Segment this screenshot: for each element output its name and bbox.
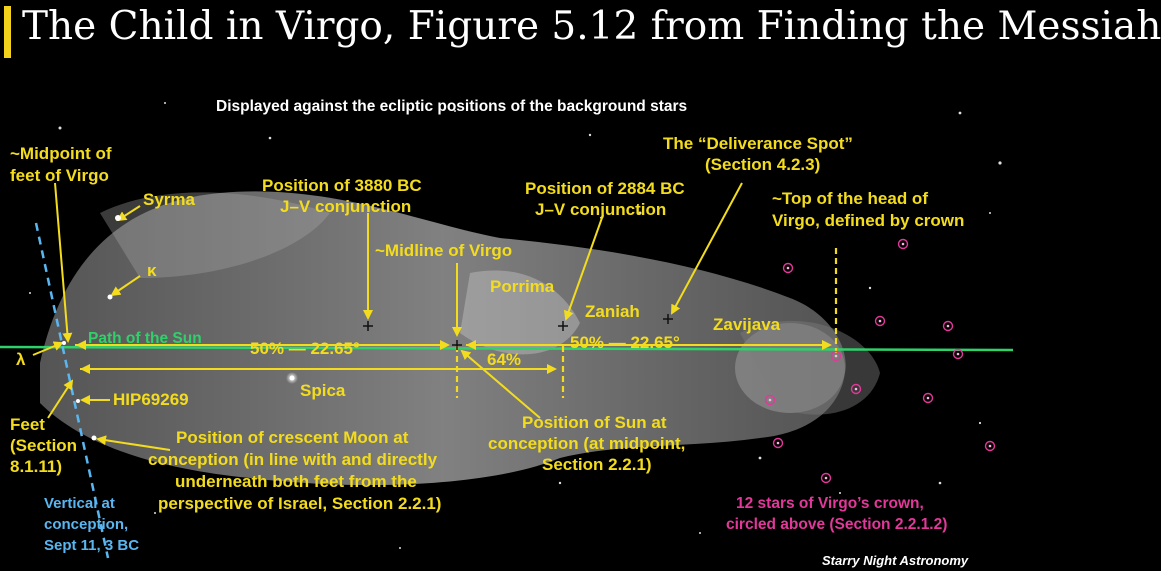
sun-pos-label-2: conception (at midpoint, xyxy=(488,434,685,453)
plus-markers xyxy=(363,314,673,350)
arrow-lambda xyxy=(32,341,64,356)
hip69269-star xyxy=(76,399,80,403)
midpoint-feet-label-2: feet of Virgo xyxy=(10,166,109,185)
title-bar: The Child in Virgo, Figure 5.12 from Fin… xyxy=(0,0,1161,63)
arrow-sun xyxy=(460,349,541,419)
vertical-label-2: conception, xyxy=(44,516,128,533)
subtitle: Displayed against the ecliptic positions… xyxy=(216,98,687,115)
feet-label-2: (Section xyxy=(10,436,77,455)
left-half-label: 50% — 22.65° xyxy=(250,339,360,358)
syrma-label: Syrma xyxy=(143,190,196,209)
right-half-label: 50% — 22.65° xyxy=(570,333,680,352)
ecliptic-line xyxy=(0,345,1014,352)
moon-label-3: underneath both feet from the xyxy=(175,472,417,491)
virgo-diagram: Displayed against the ecliptic positions… xyxy=(0,98,1014,568)
porrima-label: Porrima xyxy=(490,277,555,296)
moon-label-2: conception (in line with and directly xyxy=(148,450,438,469)
vertical-label-1: Vertical at xyxy=(44,495,115,512)
pos-3880-label-2: J–V conjunction xyxy=(280,197,411,216)
midpoint-feet-label-1: ~Midpoint of xyxy=(10,144,112,163)
arrow-feet xyxy=(47,379,74,419)
crown-label-1: 12 stars of Virgo’s crown, xyxy=(736,495,924,512)
moon-label-4: perspective of Israel, Section 2.2.1) xyxy=(158,494,441,513)
pos-2884-label-1: Position of 2884 BC xyxy=(525,179,685,198)
deliverance-label-2: (Section 4.2.3) xyxy=(705,155,820,174)
pct64-label: 64% xyxy=(487,350,521,369)
feet-label-3: 8.1.11) xyxy=(10,457,62,476)
hip-label: HIP69269 xyxy=(113,390,189,409)
syrma-star xyxy=(115,215,121,221)
lambda-star xyxy=(62,341,66,345)
crown-stars xyxy=(764,238,996,484)
pos-2884-label-2: J–V conjunction xyxy=(535,200,666,219)
zaniah-label: Zaniah xyxy=(585,302,640,321)
vertical-label-3: Sept 11, 3 BC xyxy=(44,537,139,554)
arrow-kappa xyxy=(110,275,141,297)
path-of-sun-label: Path of the Sun xyxy=(88,330,202,347)
kappa-label: κ xyxy=(147,261,157,280)
lambda-label: λ xyxy=(16,350,26,369)
kappa-star xyxy=(107,294,113,300)
arrow-2884 xyxy=(563,214,604,321)
sun-pos-label-3: Section 2.2.1) xyxy=(542,455,652,474)
midline-label: ~Midline of Virgo xyxy=(375,241,512,260)
zavijava-label: Zavijava xyxy=(713,315,781,334)
arrow-deliverance xyxy=(671,182,743,315)
title-accent-bar xyxy=(4,6,11,58)
arrow-midpoint-feet xyxy=(54,182,73,343)
crown-star-centers xyxy=(768,242,992,480)
pos-3880-label-1: Position of 3880 BC xyxy=(262,176,422,195)
crown-label-2: circled above (Section 2.2.1.2) xyxy=(726,516,947,533)
top-head-label-1: ~Top of the head of xyxy=(772,189,928,208)
arrow-syrma xyxy=(116,205,141,222)
sun-pos-label-1: Position of Sun at xyxy=(522,413,667,432)
vertical-at-conception-line xyxy=(34,222,110,559)
moon-label-1: Position of crescent Moon at xyxy=(176,428,409,447)
named-stars xyxy=(62,215,298,441)
moon-marker xyxy=(91,435,97,441)
top-head-label-2: Virgo, defined by crown xyxy=(772,211,964,230)
arrow-moon xyxy=(96,435,171,451)
spica-label: Spica xyxy=(300,381,346,400)
feet-label-1: Feet xyxy=(10,415,45,434)
background-stars xyxy=(29,102,1002,549)
page-title: The Child in Virgo, Figure 5.12 from Fin… xyxy=(22,4,1161,49)
pointer-arrows xyxy=(32,182,743,451)
credit-label: Starry Night Astronomy xyxy=(822,553,969,568)
deliverance-label-1: The “Deliverance Spot” xyxy=(663,134,853,153)
